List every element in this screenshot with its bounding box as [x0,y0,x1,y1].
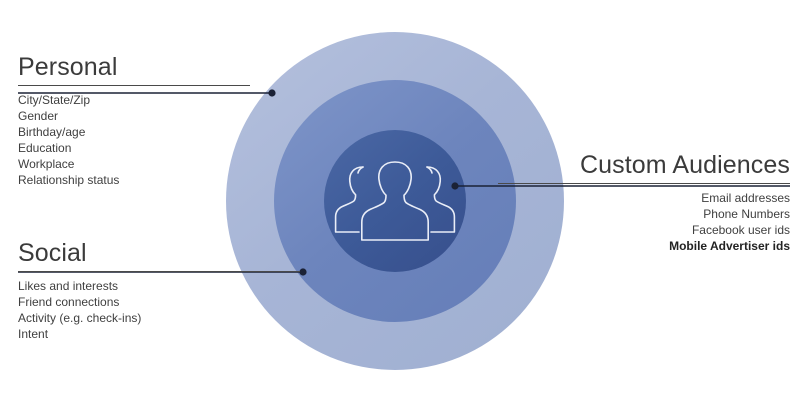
leader-dot-social [299,268,307,276]
people-group-icon [333,156,457,246]
custom-audiences-heading: Custom Audiences [579,151,790,179]
list-item: Intent [18,327,49,341]
list-item: Mobile Advertiser ids [669,239,790,253]
block-custom-audiences: Custom Audiences Email addresses Phone N… [498,150,790,254]
personal-list: City/State/Zip Gender Birthday/age Educa… [18,92,250,188]
list-item: City/State/Zip [18,93,91,107]
list-item: Friend connections [18,295,120,309]
block-social: Social Likes and interests Friend connec… [18,238,300,342]
list-item: Workplace [18,157,75,171]
list-item: Facebook user ids [691,223,790,237]
list-item: Education [18,141,72,155]
block-personal: Personal City/State/Zip Gender Birthday/… [18,52,250,188]
list-item: Phone Numbers [703,207,790,221]
social-heading: Social [18,239,87,267]
personal-divider [18,85,250,86]
custom-audiences-list: Email addresses Phone Numbers Facebook u… [498,190,790,254]
social-divider [18,271,300,272]
leader-dot-personal [268,89,276,97]
list-item: Activity (e.g. check-ins) [18,311,142,325]
custom-audiences-divider [498,183,790,184]
list-item: Gender [18,109,59,123]
list-item: Email addresses [701,191,790,205]
list-item: Birthday/age [18,125,86,139]
list-item: Relationship status [18,173,120,187]
personal-heading: Personal [18,53,118,81]
list-item: Likes and interests [18,279,119,293]
social-list: Likes and interests Friend connections A… [18,278,300,342]
